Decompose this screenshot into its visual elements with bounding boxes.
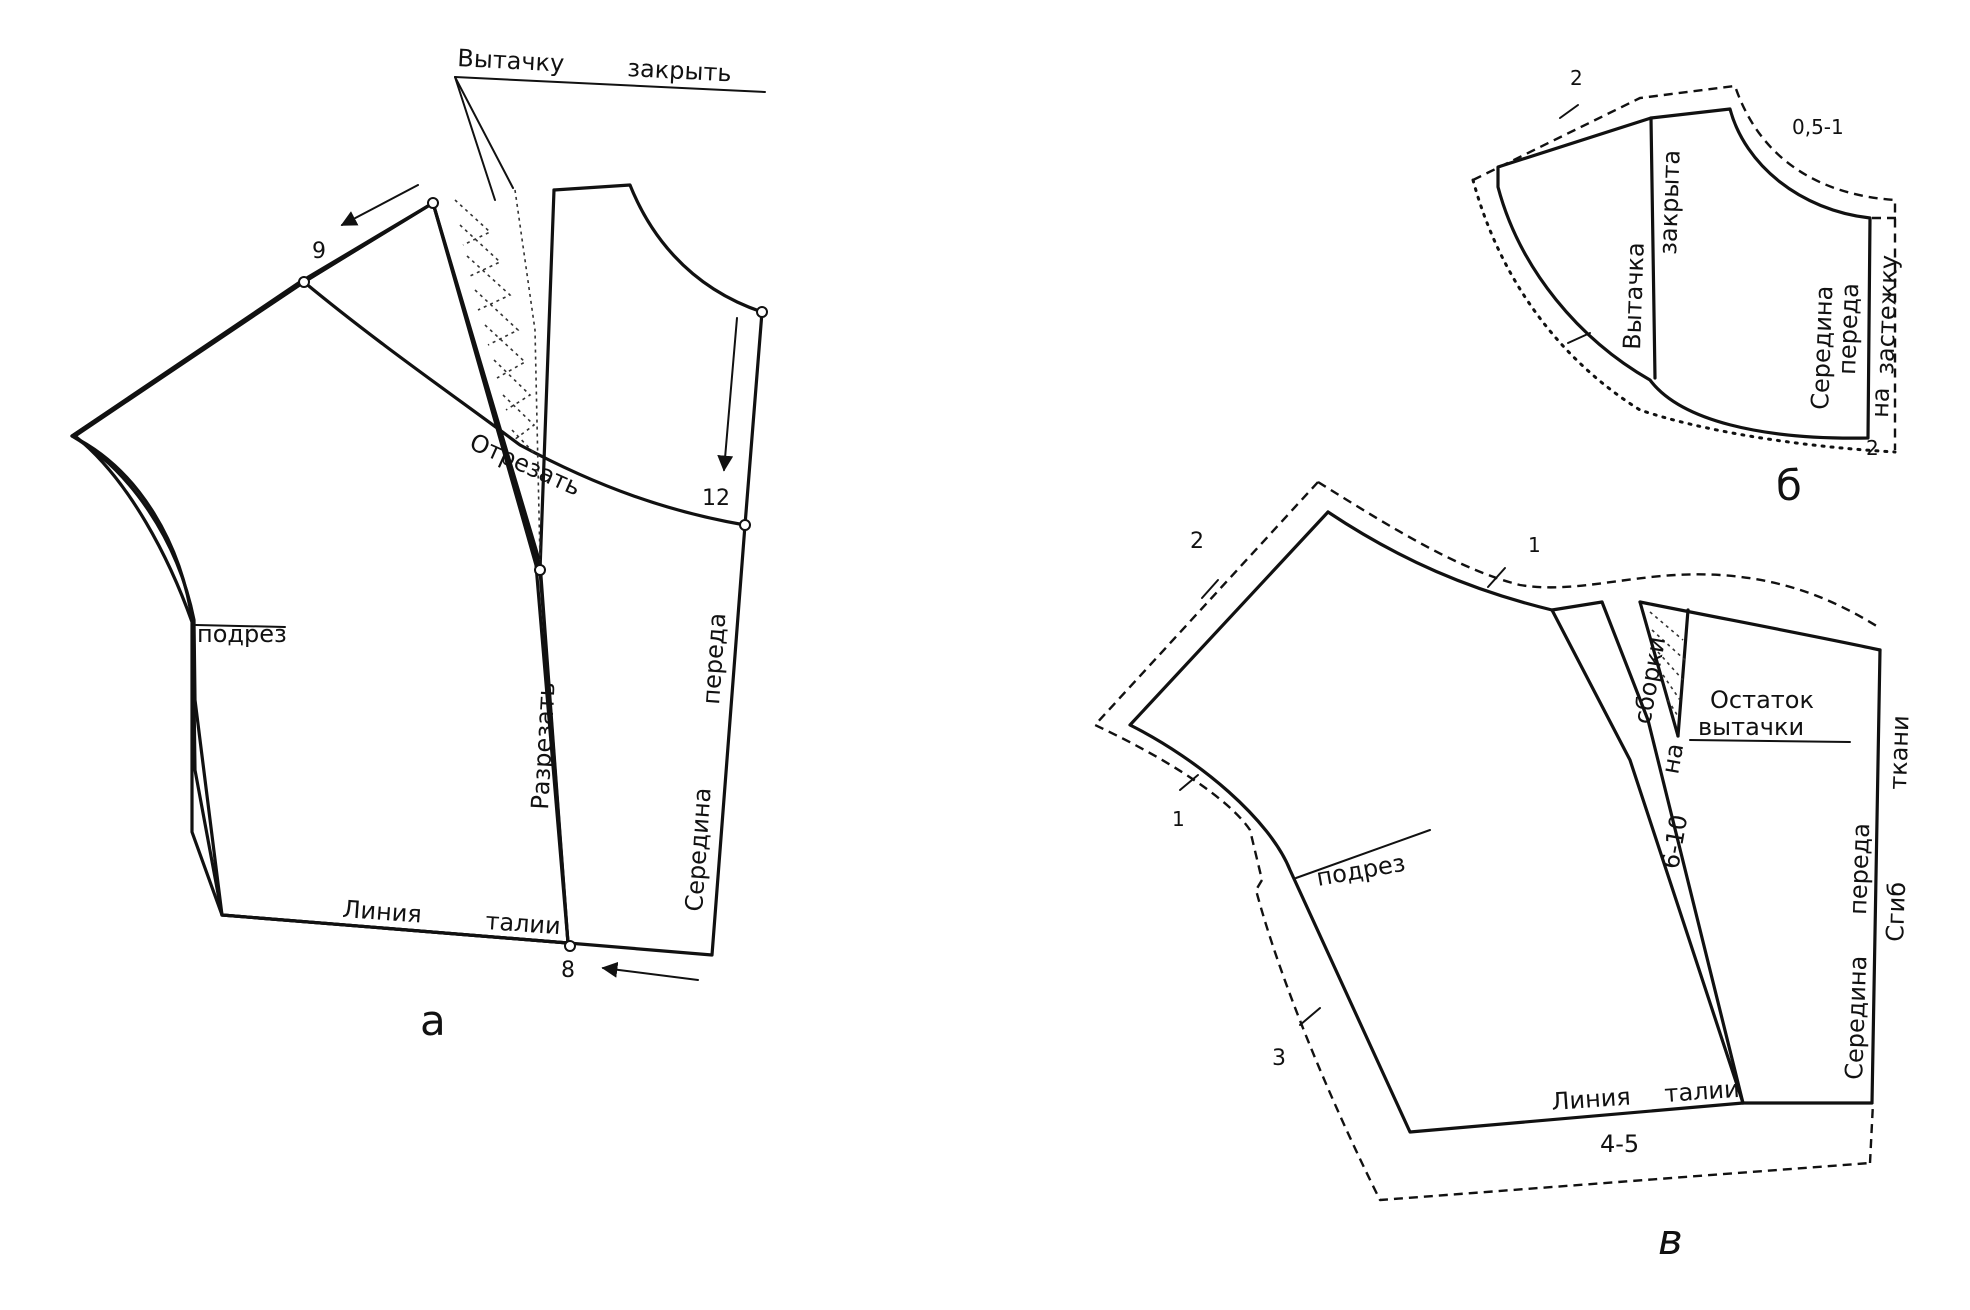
figure-v-right-neck [1638,600,1882,652]
figure-v-underbust-mark [1295,829,1431,879]
figure-b-dart-line [1649,116,1657,380]
figure-b-letter: б [1776,461,1802,510]
figure-b-seam-allowance [1472,84,1897,450]
figure-v: 1 2 1 3 Остаток вытачки на сборки 6-10 п… [1093,480,1915,1264]
figure-a-yoke-cut-curve [302,280,747,527]
figure-v-label-center-front-1: Середина [1840,955,1872,1080]
figure-a-waist-left [220,913,570,945]
figure-v-mark-1-side: 1 [1172,807,1185,831]
figure-v-letter: в [1658,1215,1683,1264]
figure-v-dart-rest-hatch [1649,611,1686,719]
figure-v-armhole [1128,510,1745,1134]
figure-a: Вытачку закрыть Отрезать Разрезать Серед… [70,44,768,1045]
figure-a-dart-right-leg [538,188,556,572]
figure-a-label-dart-close-2: закрыть [627,54,733,87]
figure-v-neck-gap-left [1550,600,1604,612]
figure-a-mark-8: 8 [561,958,575,983]
figure-v-gather-slit-right [1600,600,1745,1105]
figure-a-point-shoulder [427,197,439,209]
figure-b-mark-2-bottom: 2 [1866,436,1879,460]
figure-v-label-hem-allowance: 4-5 [1600,1130,1639,1158]
figure-a-dart-hatching [454,189,541,561]
figure-a-center-piece-front [566,310,764,957]
figure-v-seam-allowance-bottom [1254,879,1871,1202]
figure-a-dart-close-leader-1 [454,76,514,189]
figure-v-dart-rest-leader [1689,739,1851,743]
figure-v-label-waist-1: Линия [1550,1083,1631,1116]
figure-v-label-fold-1: Сгиб [1881,882,1911,943]
figure-v-label-gathers-2: сборки [1628,635,1671,727]
figure-a-label-center-front-2: переда [697,612,731,705]
figure-a-dart-close-underline [454,76,766,93]
figure-a-label-slash: Разрезать [526,681,561,810]
figure-a-armhole [70,434,224,917]
figure-v-tick-1 [1487,567,1506,588]
figure-a-label-cut-off: Отрезать [466,428,586,502]
figure-a-label-underbust: подрез [197,620,287,648]
figure-a-arrow-12 [717,317,738,472]
figure-a-side-piece [70,201,570,945]
figure-a-label-center-front-1: Середина [680,787,717,913]
figure-v-tick-1-side [1179,774,1199,791]
figure-a-label-dart-close-1: Вытачку [457,44,565,78]
figure-a-mark-12: 12 [702,486,730,511]
figure-v-seam-allowance-left [1093,481,1319,881]
figure-a-letter: а [420,996,446,1045]
figure-a-label-waist-2: талии [485,907,562,940]
figure-v-gather-slit-left [1550,608,1745,1105]
figure-b-piece-outline [1496,107,1872,440]
figure-v-label-center-front-2: переда [1844,823,1875,916]
figure-b-tick-1 [1559,104,1579,119]
figure-v-label-gather-amount: 6-10 [1656,813,1693,872]
figure-v-mark-1-top: 1 [1528,533,1541,557]
figure-b-tick-2 [1567,332,1591,344]
figure-v-dart-rest-left [1638,600,1680,738]
figure-a-label-waist-1: Линия [342,895,423,928]
figure-v-label-fold-2: ткани [1884,715,1915,790]
figure-b-label-center-front-1: Середина [1806,285,1838,410]
figure-a-point-12 [739,519,751,531]
figure-a-mark-9: 9 [312,239,326,264]
figure-v-label-underbust: подрез [1314,849,1407,892]
figure-v-mark-3: 3 [1272,1046,1286,1071]
figure-a-arrow-9 [340,184,419,226]
figure-v-label-dart-rest-2: вытачки [1698,713,1804,741]
figure-b-label-dart-closed-2: закрыта [1654,149,1686,255]
figure-b-label-allowance: 0,5-1 [1792,115,1844,139]
figure-v-tick-2 [1201,579,1219,599]
figure-b-label-center-front-2: переда [1833,283,1864,376]
figure-a-center-piece-neck [552,183,764,314]
figure-b-mark-2: 2 [1570,66,1583,90]
figure-b-label-facing-2: застежку [1871,255,1903,376]
figure-a-underbust-mark [195,624,286,628]
figure-a-shoulder-left [70,201,435,438]
figure-a-point-9 [298,276,310,288]
figure-v-label-dart-rest-1: Остаток [1710,686,1814,714]
figure-v-seam-allowance [1317,480,1881,630]
figure-a-dart-close-leader-2 [454,76,496,201]
figure-b: 2 2 0,5-1 Вытачка закрыта Середина перед… [1471,66,1903,510]
figure-v-shoulder [1326,510,1554,612]
figure-a-point-armhole [756,306,768,318]
figure-a-point-dart-apex [534,564,546,576]
figure-b-dotted-edge [1471,178,1897,454]
figure-v-label-waist-2: талии [1663,1075,1740,1108]
figure-v-dart-rest-right [1676,608,1690,738]
figure-v-label-gathers-1: на [1656,741,1689,776]
figure-v-seam-allowance-right [1868,1102,1875,1164]
figure-v-tick-3 [1299,1007,1321,1026]
figure-a-side-piece-outline [73,201,570,945]
figure-a-point-8 [564,940,576,952]
figure-a-arrow-8 [601,961,699,981]
figure-v-mark-2: 2 [1190,529,1204,554]
figure-b-label-dart-closed-1: Вытачка [1618,242,1650,350]
figure-b-label-facing-1: на [1866,387,1895,418]
